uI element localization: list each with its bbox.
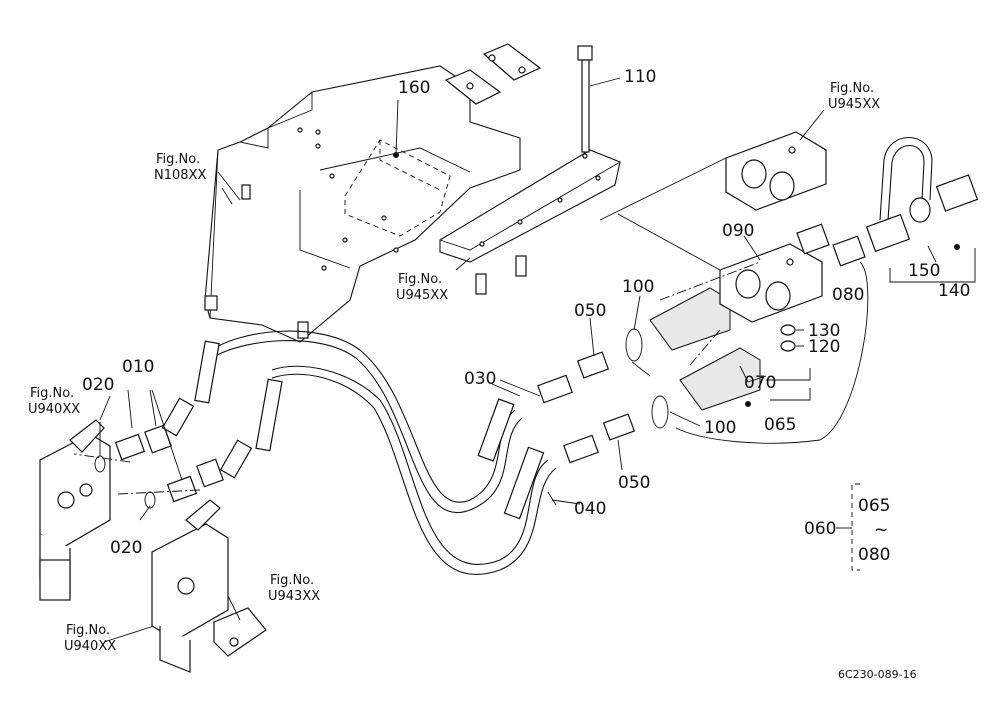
part-130-120 <box>780 324 804 352</box>
valve-assembly-left <box>39 419 267 673</box>
label-tilde: ~ <box>874 520 888 540</box>
fig-references: Fig.No. N108XX Fig.No. U945XX Fig.No. U9… <box>28 81 880 654</box>
drawing-code: 6C230-089-16 <box>838 668 917 681</box>
label-050-bottom: 050 <box>618 473 650 493</box>
group-060-bracket <box>836 483 860 571</box>
label-110: 110 <box>624 67 656 87</box>
part-110-bolt <box>577 45 621 153</box>
label-140: 140 <box>938 281 970 301</box>
fig-code-u945-mid: U945XX <box>396 288 448 303</box>
part-090-block <box>719 243 823 323</box>
label-100-bottom: 100 <box>704 418 736 438</box>
fig-code-u940-bottom: U940XX <box>64 639 116 654</box>
part-150-140 <box>865 137 979 283</box>
label-010: 010 <box>122 357 154 377</box>
hoses <box>194 330 599 575</box>
label-090: 090 <box>722 221 754 241</box>
label-120: 120 <box>808 337 840 357</box>
fig-code-u945-top: U945XX <box>828 97 880 112</box>
label-020-bottom: 020 <box>110 538 142 558</box>
label-030: 030 <box>464 369 496 389</box>
fig-label-u943: Fig.No. <box>270 573 314 588</box>
label-160: 160 <box>398 78 430 98</box>
fig-code-u940-top: U940XX <box>28 402 80 417</box>
fig-label-n108: Fig.No. <box>156 152 200 167</box>
label-150: 150 <box>908 261 940 281</box>
label-060: 060 <box>804 519 836 539</box>
label-065-group: 065 <box>858 496 890 516</box>
leader-lines <box>99 109 937 643</box>
part-labels: 160 110 090 100 050 030 150 140 080 130 … <box>82 67 970 565</box>
fig-code-u943: U943XX <box>268 589 320 604</box>
part-160-bracket <box>344 99 451 237</box>
mounting-rail <box>439 43 621 295</box>
fittings-010-020 <box>94 389 253 509</box>
label-040: 040 <box>574 499 606 519</box>
label-065: 065 <box>764 415 796 435</box>
fig-label-u940-top: Fig.No. <box>30 386 74 401</box>
fig-label-u940-bottom: Fig.No. <box>66 623 110 638</box>
part-080-caps <box>675 223 869 444</box>
label-100-top: 100 <box>622 277 654 297</box>
upper-block <box>599 131 827 271</box>
label-070: 070 <box>744 373 776 393</box>
guide-lines <box>73 261 811 495</box>
label-130: 130 <box>808 321 840 341</box>
label-080-group: 080 <box>858 545 890 565</box>
fig-label-u945-top: Fig.No. <box>830 81 874 96</box>
part-100-rings <box>625 328 669 429</box>
fig-label-u945-mid: Fig.No. <box>398 272 442 287</box>
label-020-top: 020 <box>82 375 114 395</box>
frame-plate <box>204 65 521 343</box>
label-050-top: 050 <box>574 301 606 321</box>
part-050-adapters <box>576 351 636 441</box>
label-080-top: 080 <box>832 285 864 305</box>
part-070-couplers <box>649 287 761 411</box>
fig-code-n108: N108XX <box>154 168 206 183</box>
